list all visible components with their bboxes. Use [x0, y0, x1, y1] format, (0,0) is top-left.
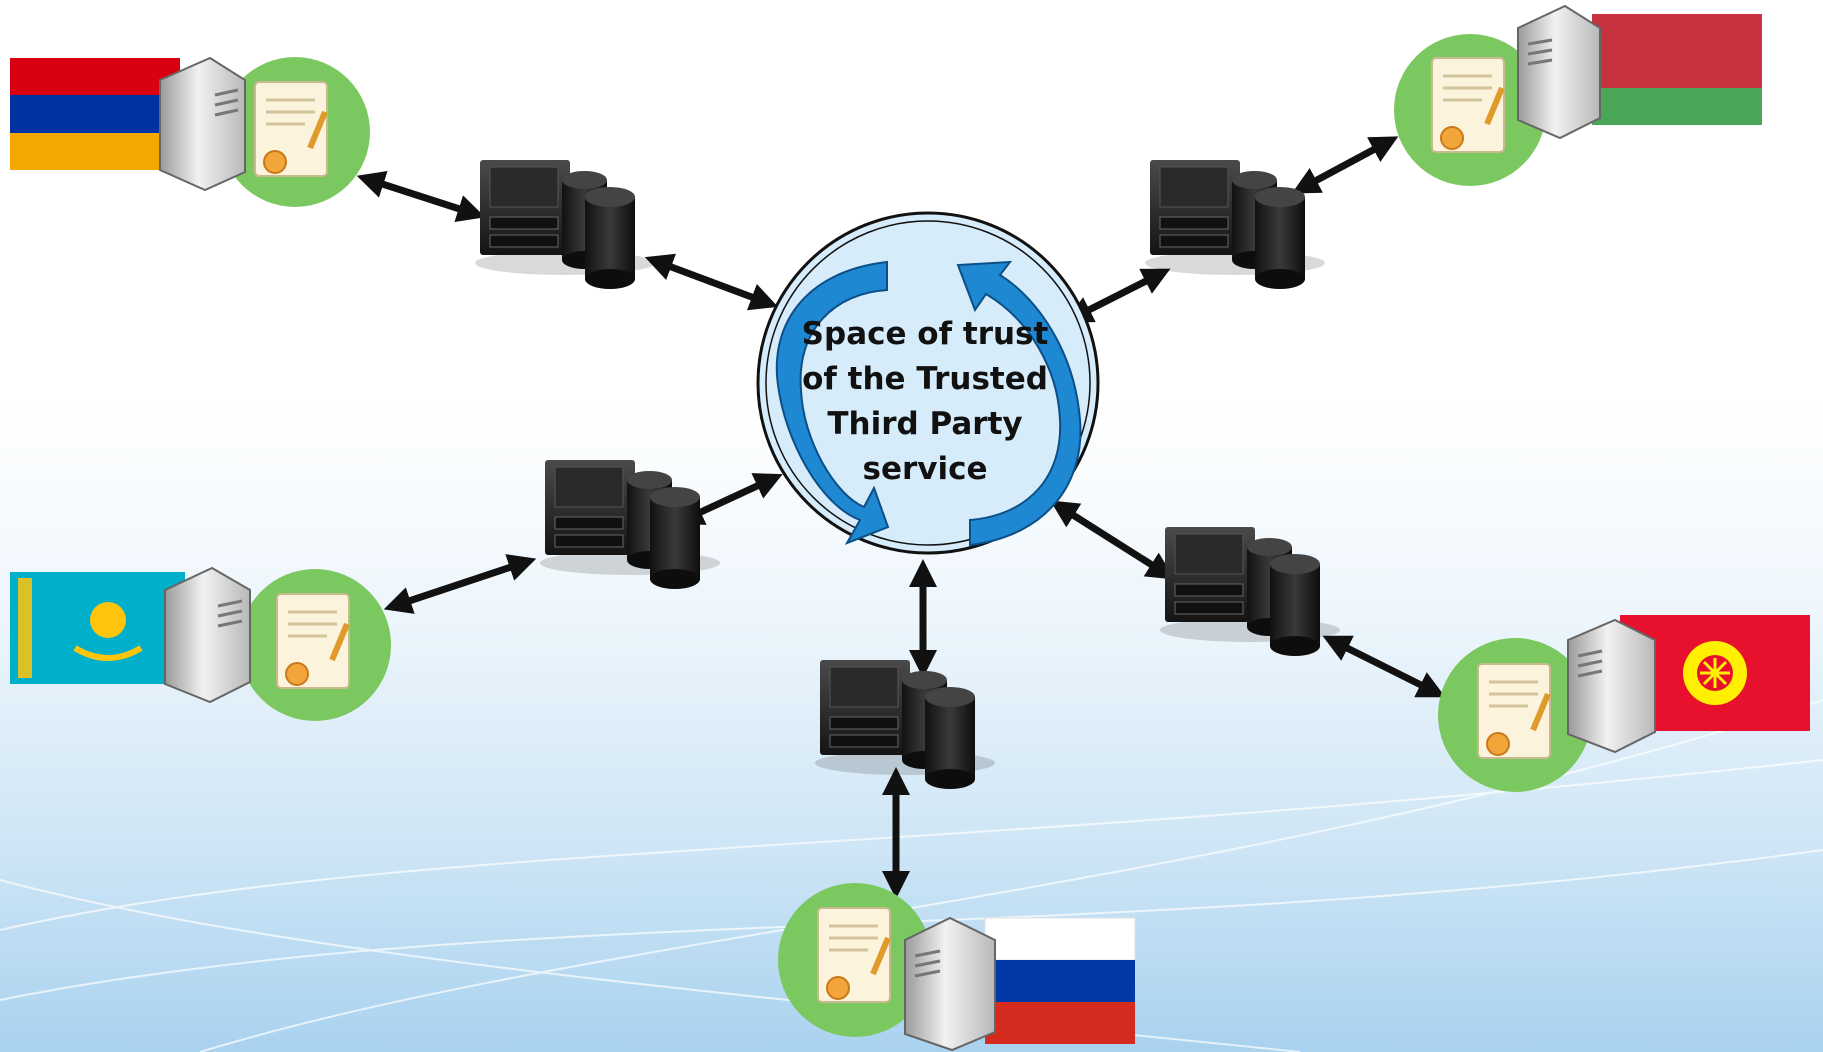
connector-armenia-server [356, 170, 486, 223]
node-armenia [10, 56, 370, 207]
hub-label-line-2: of the Trusted [802, 361, 1048, 397]
node-kazakhstan [10, 566, 391, 721]
hub-label: Space of trust of the Trusted Third Part… [770, 312, 1080, 492]
server-cluster-nw [475, 160, 655, 289]
server-cluster-se [1160, 527, 1340, 656]
certificate-icon [1438, 638, 1592, 792]
flag-icon [984, 917, 1136, 1044]
hub-label-line-1: Space of trust [801, 316, 1049, 352]
connector-server-hub-nw [644, 253, 779, 311]
workstation-icon [164, 566, 251, 704]
connector-server-hub-se [1050, 500, 1175, 580]
hub-label-line-4: service [862, 451, 988, 487]
server-cluster-w [540, 460, 720, 589]
connector-server-hub-ne [1064, 268, 1171, 323]
certificate-icon [778, 883, 932, 1037]
connector-belarus-server [1291, 136, 1399, 194]
server-cluster-ne [1145, 160, 1325, 289]
server-cluster-s [815, 660, 995, 789]
workstation-icon [904, 916, 996, 1052]
workstation-icon [1567, 618, 1656, 754]
connector-server-hub-w [675, 473, 783, 525]
flag-icon [10, 572, 185, 684]
node-belarus [1394, 4, 1762, 186]
node-russia [778, 883, 1136, 1052]
connector-kazakhstan-server [383, 554, 537, 614]
workstation-icon [1517, 4, 1601, 140]
certificate-icon [239, 569, 391, 721]
connectors [356, 136, 1446, 899]
connector-kyrgyzstan-server [1322, 635, 1446, 698]
workstation-icon [159, 56, 246, 192]
certificate-icon [220, 57, 370, 207]
flag-icon [1592, 14, 1762, 125]
trust-space-hub [756, 211, 1100, 555]
node-kyrgyzstan [1438, 615, 1810, 792]
hub-label-line-3: Third Party [827, 406, 1023, 442]
flag-icon [10, 58, 180, 170]
certificate-icon [1394, 34, 1546, 186]
cycle-arrows-icon [775, 260, 1082, 547]
